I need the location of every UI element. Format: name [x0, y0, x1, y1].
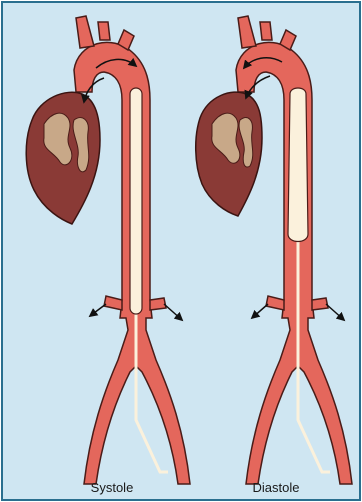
diastole-caption: Diastole	[253, 480, 300, 495]
diastole-renal-right	[312, 298, 328, 310]
systole-balloon	[130, 88, 142, 314]
systole-renal-right	[150, 298, 166, 310]
systole-left-carotid	[98, 22, 110, 40]
systole-caption: Systole	[91, 480, 134, 495]
diastole-balloon	[288, 88, 308, 242]
diastole-left-carotid	[260, 22, 272, 40]
